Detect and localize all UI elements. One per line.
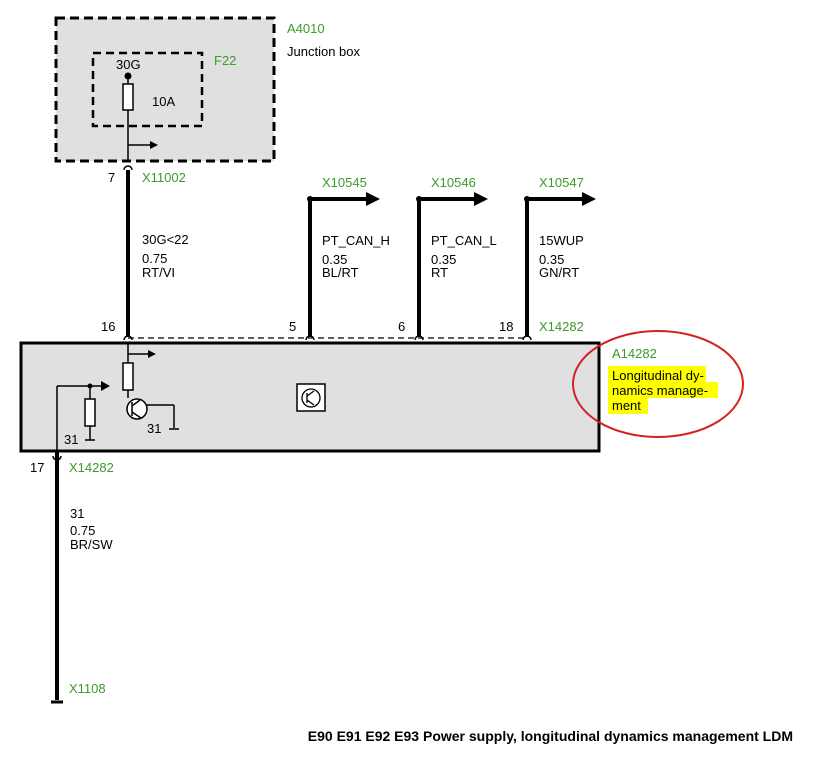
transistor-icon [126, 398, 179, 430]
ground-label-right: 31 [147, 421, 161, 436]
branch-pin: 18 [499, 319, 513, 334]
branch-color: RT [431, 265, 448, 280]
branch-arrow-icon [474, 192, 488, 206]
module-id: A14282 [612, 346, 657, 361]
branch-signal: PT_CAN_L [431, 233, 497, 248]
main-wire-gauge: 0.75 [142, 251, 167, 266]
highlight [608, 382, 718, 398]
main-wire-color: RT/VI [142, 265, 175, 280]
main-wire-pin: 7 [108, 170, 115, 185]
ground-wire-gauge: 0.75 [70, 523, 95, 538]
branch-x10547: X10547 15WUP 0.35 GN/RT 18 [499, 175, 596, 337]
module-symbol-icon [296, 383, 326, 412]
module-name-line-1: Longitudinal dy- [612, 368, 704, 383]
branch-x10546: X10546 PT_CAN_L 0.35 RT 6 [398, 175, 497, 337]
junction-box-id: A4010 [287, 21, 325, 36]
fuse-terminal: 30G [116, 57, 141, 72]
ground-wire-signal: 31 [70, 506, 84, 521]
fuse-symbol [122, 83, 134, 111]
module-name-line-2: namics manage- [612, 383, 708, 398]
branch-gauge: 0.35 [431, 252, 456, 267]
module-arrow-icon [148, 350, 156, 358]
ground-wire-pin: 17 [30, 460, 44, 475]
ground-end-connector: X1108 [69, 681, 106, 696]
branch-gauge: 0.35 [322, 252, 347, 267]
highlight [608, 366, 706, 382]
main-wire-connector: X11002 [142, 170, 186, 185]
main-wire-top-connector [123, 165, 133, 171]
junction-box-name: Junction box [287, 44, 360, 59]
highlight [608, 398, 648, 414]
output-arrow-icon [150, 141, 158, 149]
branch-color: BL/RT [322, 265, 359, 280]
module-name-line-3: ment [612, 398, 641, 413]
ground-wire-top-connector [52, 455, 62, 461]
annotation-circle [572, 330, 744, 438]
main-wire-signal: 30G<22 [142, 232, 189, 247]
diagram-title: E90 E91 E92 E93 Power supply, longitudin… [308, 728, 793, 744]
ground-wire-color: BR/SW [70, 537, 113, 552]
ground-wire-connector: X14282 [69, 460, 114, 475]
pin-cap [522, 335, 532, 341]
module-top-connector: X14282 [539, 319, 584, 334]
pin-cap [305, 335, 315, 341]
branch-color: GN/RT [539, 265, 579, 280]
branch-pin: 6 [398, 319, 405, 334]
branch-gauge: 0.35 [539, 252, 564, 267]
branch-arrow-icon [366, 192, 380, 206]
fuse-rating: 10A [152, 94, 175, 109]
branch-connector: X10546 [431, 175, 476, 190]
ground-resistor [84, 398, 96, 427]
branch-connector: X10547 [539, 175, 584, 190]
ground-label-left: 31 [64, 432, 78, 447]
branch-signal: PT_CAN_H [322, 233, 390, 248]
junction-box [54, 16, 276, 163]
branch-pin: 5 [289, 319, 296, 334]
ground-arrow-icon [101, 381, 110, 391]
fuse-id: F22 [214, 53, 236, 68]
pin-cap [414, 335, 424, 341]
branch-signal: 15WUP [539, 233, 584, 248]
branch-connector: X10545 [322, 175, 367, 190]
module-top-pin: 16 [101, 319, 115, 334]
fuse-holder [91, 51, 204, 128]
branch-arrow-icon [582, 192, 596, 206]
module-resistor [122, 362, 134, 391]
pin-cap [123, 335, 133, 341]
branch-x10545: X10545 PT_CAN_H 0.35 BL/RT 5 [289, 175, 390, 337]
